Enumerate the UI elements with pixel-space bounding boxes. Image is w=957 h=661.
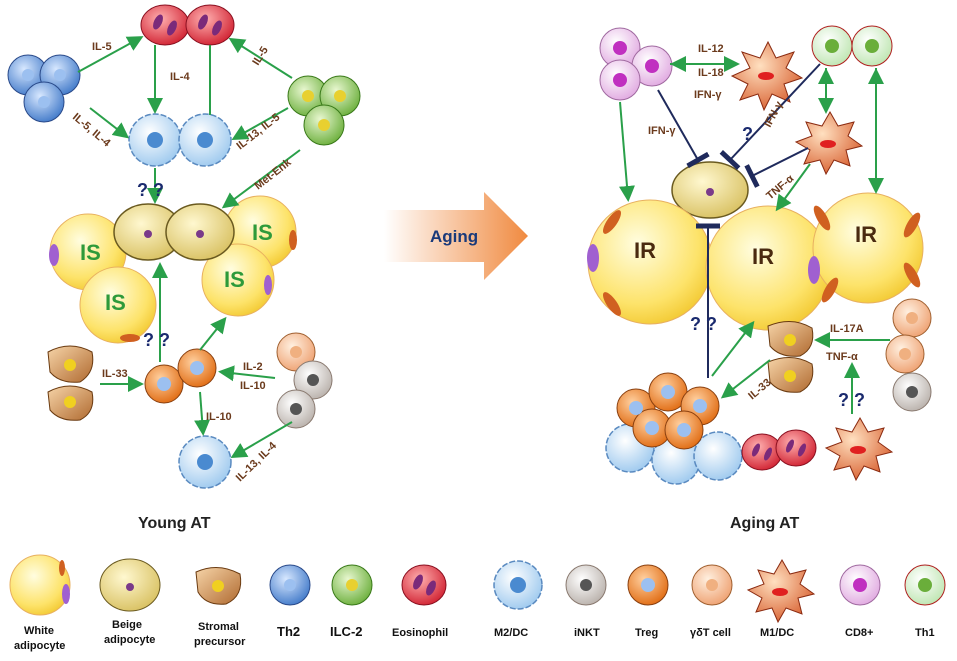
legend: White adipocyte Beige adipocyte Stromal … bbox=[9, 554, 946, 652]
young-at-panel: IS IS IS IS bbox=[7, 4, 361, 532]
legend-label-gdt-cell: γδT cell bbox=[690, 627, 731, 639]
legend-icon-beige-adipocyte bbox=[99, 558, 161, 612]
legend-icon-cd8 bbox=[839, 564, 881, 606]
legend-icon-th2 bbox=[269, 564, 311, 606]
is-label-2: IS bbox=[105, 290, 126, 315]
th2-cell-cluster bbox=[7, 54, 81, 123]
legend-icon-eosinophil bbox=[401, 564, 447, 606]
white-adipocyte-group-young bbox=[49, 195, 297, 344]
label-ifng-left: IFN-γ bbox=[648, 125, 676, 137]
label-il17a: IL-17A bbox=[830, 323, 864, 335]
legend-label-m1-dc: M1/DC bbox=[760, 627, 794, 639]
m2-cell-bottom-young bbox=[178, 435, 232, 489]
legend-label-treg: Treg bbox=[635, 627, 658, 639]
aging-activation-arrows bbox=[619, 56, 890, 414]
label-il5-il4: IL-5, IL-4 bbox=[70, 111, 113, 150]
legend-icon-ilc2 bbox=[331, 564, 373, 606]
white-adipocyte-group-aging bbox=[587, 192, 924, 331]
legend-label-th1: Th1 bbox=[915, 627, 935, 639]
legend-label-inkt: iNKT bbox=[574, 627, 600, 639]
aging-transition-arrow: Aging bbox=[384, 192, 528, 280]
label-il4: IL-4 bbox=[170, 71, 190, 83]
legend-label-eosinophil: Eosinophil bbox=[392, 627, 448, 639]
ir-label-1: IR bbox=[634, 238, 656, 263]
m2-cell-cluster-aging bbox=[605, 423, 743, 485]
m1-cell-top bbox=[730, 40, 804, 112]
label-il13-il4: IL-13, IL-4 bbox=[234, 439, 280, 484]
aging-inhibition-lines bbox=[657, 63, 821, 378]
is-label-4: IS bbox=[224, 267, 245, 292]
gdt-inkt-cluster-young bbox=[276, 332, 333, 429]
legend-icon-treg bbox=[627, 564, 669, 606]
legend-label-m2-dc: M2/DC bbox=[494, 627, 528, 639]
is-label-1: IS bbox=[80, 240, 101, 265]
legend-icon-m1-dc bbox=[746, 558, 816, 624]
m2-cell-pair-young bbox=[128, 113, 232, 167]
legend-label-white-1: White bbox=[24, 625, 54, 637]
legend-icon-gdt-cell bbox=[691, 564, 733, 606]
legend-icon-m2-dc bbox=[493, 560, 543, 610]
legend-icon-th1 bbox=[904, 564, 946, 606]
legend-label-beige-2: adipocyte bbox=[104, 634, 155, 646]
label-ifng-top: IFN-γ bbox=[694, 89, 722, 101]
cd8-cell-cluster bbox=[599, 27, 673, 101]
legend-label-th2: Th2 bbox=[277, 624, 300, 639]
question-marks-middle-aging: ? ? bbox=[690, 314, 717, 334]
label-il33-young: IL-33 bbox=[102, 368, 128, 380]
legend-icon-white-adipocyte bbox=[9, 554, 71, 616]
ir-label-2: IR bbox=[752, 244, 774, 269]
label-il5-top: IL-5 bbox=[92, 41, 112, 53]
th1-cell-pair bbox=[811, 25, 893, 67]
treg-pair-young bbox=[144, 348, 217, 404]
beige-adipocyte-aging bbox=[671, 161, 749, 219]
stromal-precursor-young bbox=[47, 345, 94, 421]
label-il10-a: IL-10 bbox=[240, 380, 266, 392]
question-marks-low-aging: ? ? bbox=[838, 390, 865, 410]
aging-arrow-label: Aging bbox=[430, 227, 478, 246]
question-marks-top-young: ? ? bbox=[137, 180, 164, 200]
eosinophil-pair-aging bbox=[741, 429, 817, 471]
label-il2: IL-2 bbox=[243, 361, 263, 373]
question-mark-middle: ? bbox=[742, 124, 753, 144]
m1-cell-bottom bbox=[824, 416, 894, 482]
legend-icon-inkt bbox=[565, 564, 607, 606]
young-at-title: Young AT bbox=[138, 515, 211, 532]
legend-label-cd8: CD8+ bbox=[845, 627, 873, 639]
ilc2-cell-cluster bbox=[287, 75, 361, 146]
young-activation-arrows bbox=[77, 36, 301, 459]
label-il10-b: IL-10 bbox=[206, 411, 232, 423]
label-il18: IL-18 bbox=[698, 67, 724, 79]
legend-label-ilc2: ILC-2 bbox=[330, 624, 363, 639]
eosinophil-cluster-young bbox=[140, 4, 235, 46]
label-il13-il5: IL-13, IL-5 bbox=[234, 111, 282, 152]
is-label-3: IS bbox=[252, 220, 273, 245]
label-met-enk: Met-Enk bbox=[252, 156, 294, 192]
label-tnfa-middle: TNF-α bbox=[764, 173, 796, 203]
beige-adipocyte-pair-young bbox=[113, 203, 235, 261]
legend-label-white-2: adipocyte bbox=[14, 640, 65, 652]
legend-icon-stromal-precursor bbox=[195, 567, 242, 605]
stromal-precursor-aging bbox=[767, 321, 814, 393]
legend-label-stromal-2: precursor bbox=[194, 636, 246, 648]
aging-at-panel: IR IR IR bbox=[587, 25, 932, 532]
legend-label-stromal-1: Stromal bbox=[198, 621, 239, 633]
legend-label-beige-1: Beige bbox=[112, 619, 142, 631]
label-il12: IL-12 bbox=[698, 43, 724, 55]
treg-cell-cluster-aging bbox=[616, 372, 720, 450]
gdt-inkt-cluster-aging bbox=[885, 298, 932, 412]
ir-label-3: IR bbox=[855, 222, 877, 247]
aging-at-title: Aging AT bbox=[730, 515, 800, 532]
label-tnfa-low: TNF-α bbox=[826, 351, 858, 363]
m1-cell-middle bbox=[794, 110, 864, 176]
question-marks-bottom-young: ? ? bbox=[143, 330, 170, 350]
label-il5-right: IL-5 bbox=[250, 45, 271, 68]
